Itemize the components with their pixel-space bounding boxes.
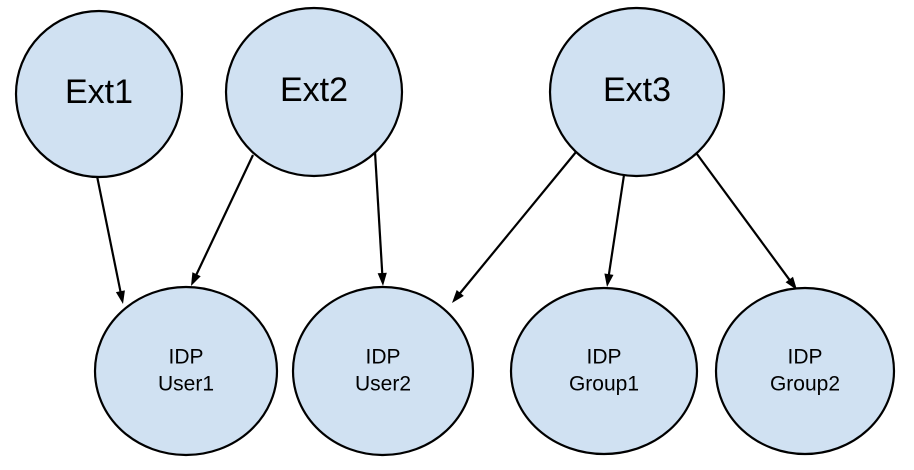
- node-ext2[interactable]: Ext2: [224, 6, 404, 178]
- node-shape-idp_group1[interactable]: [509, 286, 699, 456]
- node-shape-ext2[interactable]: [224, 6, 404, 178]
- node-label-line: IDP: [787, 345, 822, 368]
- edge-ext2-idp-user2: [373, 151, 387, 286]
- node-label-line: Ext3: [603, 71, 671, 109]
- node-idp_user1[interactable]: IDP User1: [93, 285, 279, 457]
- edge-shaft: [373, 151, 384, 276]
- node-ext3[interactable]: Ext3: [548, 6, 726, 178]
- node-label-line: Ext1: [65, 73, 133, 111]
- node-idp_group2[interactable]: IDP Group2: [714, 286, 896, 456]
- edge-shaft: [95, 175, 122, 294]
- node-label-idp_group2: IDP Group2: [770, 345, 840, 395]
- node-idp_group1[interactable]: IDP Group1: [509, 286, 699, 456]
- node-label-line: Ext2: [280, 71, 348, 109]
- arrowhead-icon: [377, 272, 387, 286]
- edge-shaft: [194, 154, 254, 277]
- node-label-line: User2: [355, 372, 411, 395]
- edge-ext3-idp-group2: [693, 149, 797, 290]
- node-label-line: IDP: [168, 345, 203, 368]
- arrowhead-icon: [604, 273, 614, 287]
- node-label-ext1: Ext1: [65, 73, 133, 111]
- node-shape-idp_group2[interactable]: [714, 286, 896, 456]
- node-label-ext3: Ext3: [603, 71, 671, 109]
- node-idp_user2[interactable]: IDP User2: [291, 285, 475, 457]
- node-label-line: IDP: [586, 345, 621, 368]
- node-shape-ext1[interactable]: [14, 9, 184, 179]
- edge-shaft: [607, 174, 626, 277]
- edge-ext3-idp-group1: [604, 174, 626, 287]
- node-label-ext2: Ext2: [280, 71, 348, 109]
- edge-shaft: [693, 149, 792, 283]
- node-label-line: User1: [158, 372, 214, 395]
- arrowhead-icon: [785, 276, 797, 290]
- arrowhead-icon: [452, 290, 464, 303]
- node-label-idp_user2: IDP User2: [355, 345, 411, 395]
- node-ext1[interactable]: Ext1: [14, 9, 184, 179]
- edges-layer: [95, 149, 797, 304]
- node-label-idp_user1: IDP User1: [158, 345, 214, 395]
- node-shape-idp_user2[interactable]: [291, 285, 475, 457]
- arrowhead-icon: [115, 290, 125, 304]
- node-shape-idp_user1[interactable]: [93, 285, 279, 457]
- node-label-line: IDP: [365, 345, 400, 368]
- edge-ext2-idp-user1: [191, 154, 254, 286]
- node-label-idp_group1: IDP Group1: [569, 345, 639, 395]
- arrowhead-icon: [191, 272, 201, 286]
- edge-shaft: [457, 151, 577, 296]
- node-shape-ext3[interactable]: [548, 6, 726, 178]
- node-label-line: Group1: [569, 372, 639, 395]
- edge-ext3-idp-user2: [452, 151, 577, 303]
- edge-ext1-idp-user1: [95, 175, 125, 304]
- node-label-line: Group2: [770, 372, 840, 395]
